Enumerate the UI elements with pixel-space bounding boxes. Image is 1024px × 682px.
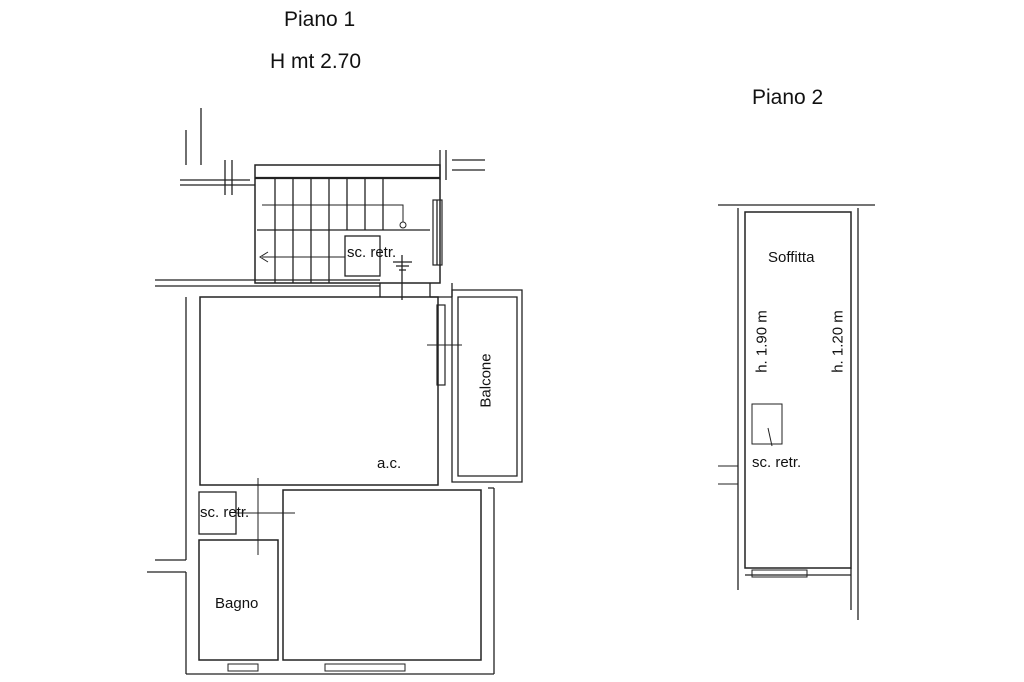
wall-mid-horizontal (155, 279, 380, 287)
wall-lower-outer (186, 487, 495, 675)
floor1-height: H mt 2.70 (270, 50, 362, 73)
label-attic: Soffitta (768, 249, 815, 266)
wall-top-left (185, 108, 202, 165)
bathroom-window (227, 663, 259, 672)
wall-left-outer (147, 297, 187, 674)
floor1-title: Piano 1 (284, 8, 356, 31)
wall-mid-right (379, 283, 453, 298)
label-living-room: a.c. (377, 455, 402, 472)
floor2-plan (718, 204, 875, 620)
room-bathroom (198, 539, 279, 661)
label-bathroom: Bagno (215, 595, 259, 612)
attic-top-wall (718, 204, 875, 620)
wall-top-right (439, 150, 485, 180)
room-living (199, 296, 439, 486)
room-attic (744, 211, 852, 569)
wall-stair-left (224, 160, 233, 195)
label-closet: sc. retr. (200, 504, 250, 521)
floor2-title: Piano 2 (752, 86, 824, 109)
label-height-left: h. 1.90 m (753, 310, 771, 373)
floor1-plan (147, 108, 523, 675)
label-height-right: h. 1.20 m (829, 310, 847, 373)
attic-closet (751, 403, 783, 445)
label-stair-closet: sc. retr. (347, 244, 397, 261)
attic-bottom-wall (745, 568, 852, 610)
wall-top-edge (180, 179, 255, 186)
staircase (254, 164, 443, 300)
label-balcony: Balcone (477, 353, 495, 408)
label-attic-closet: sc. retr. (752, 454, 802, 471)
attic-window (751, 569, 808, 578)
room-window (324, 663, 406, 672)
balcony-outline (451, 289, 523, 483)
room-lower-right (282, 489, 482, 661)
